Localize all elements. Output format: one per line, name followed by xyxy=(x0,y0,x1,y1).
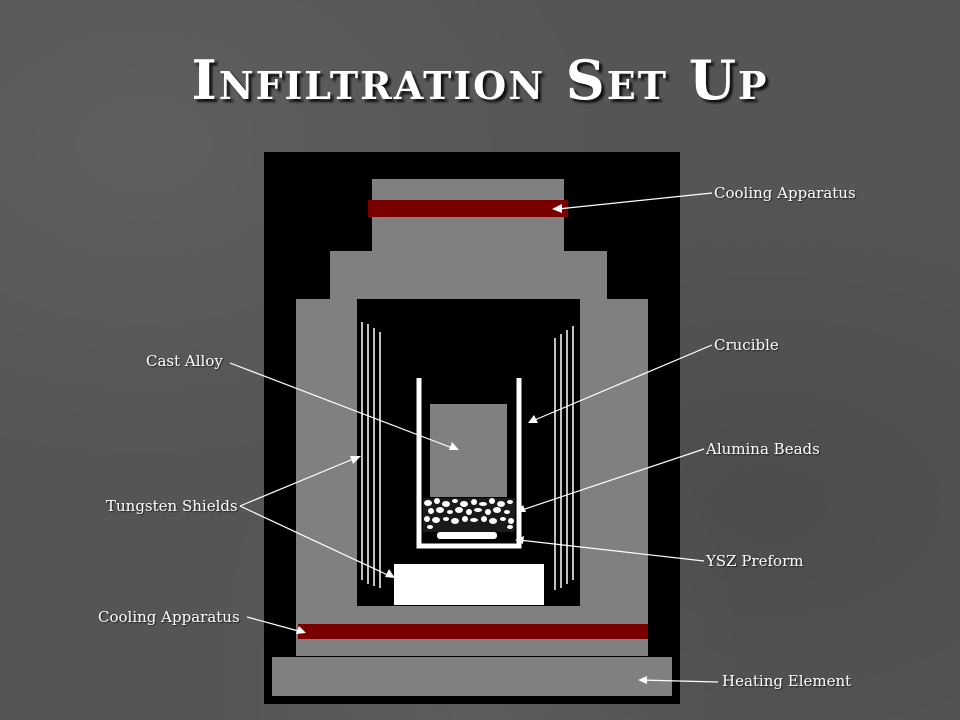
heating-element-block xyxy=(272,657,672,696)
crucible xyxy=(416,378,522,549)
leader-lines xyxy=(229,192,719,683)
label-cooling-apparatus-bottom: Cooling Apparatus xyxy=(98,608,240,626)
label-heating-element: Heating Element xyxy=(722,672,852,690)
pedestal xyxy=(394,564,544,605)
label-ysz-preform: YSZ Preform xyxy=(706,552,804,570)
label-cast-alloy: Cast Alloy xyxy=(146,352,223,370)
cooling-band-bottom xyxy=(298,624,648,639)
leader-arrowheads xyxy=(296,204,647,684)
label-cooling-apparatus-top: Cooling Apparatus xyxy=(714,184,856,202)
alumina-beads xyxy=(424,498,514,529)
cast-alloy-block xyxy=(430,404,507,497)
cooling-band-top xyxy=(368,200,568,217)
label-alumina-beads: Alumina Beads xyxy=(706,440,820,458)
label-tungsten-shields: Tungsten Shields xyxy=(106,497,238,515)
label-crucible: Crucible xyxy=(714,336,779,354)
ysz-preform xyxy=(437,532,497,539)
top-plate xyxy=(330,251,607,299)
tungsten-shields-right xyxy=(554,326,574,590)
slide-title: Infiltration Set Up xyxy=(191,48,769,112)
tungsten-shields-left xyxy=(361,322,381,588)
right-wall xyxy=(580,299,648,641)
